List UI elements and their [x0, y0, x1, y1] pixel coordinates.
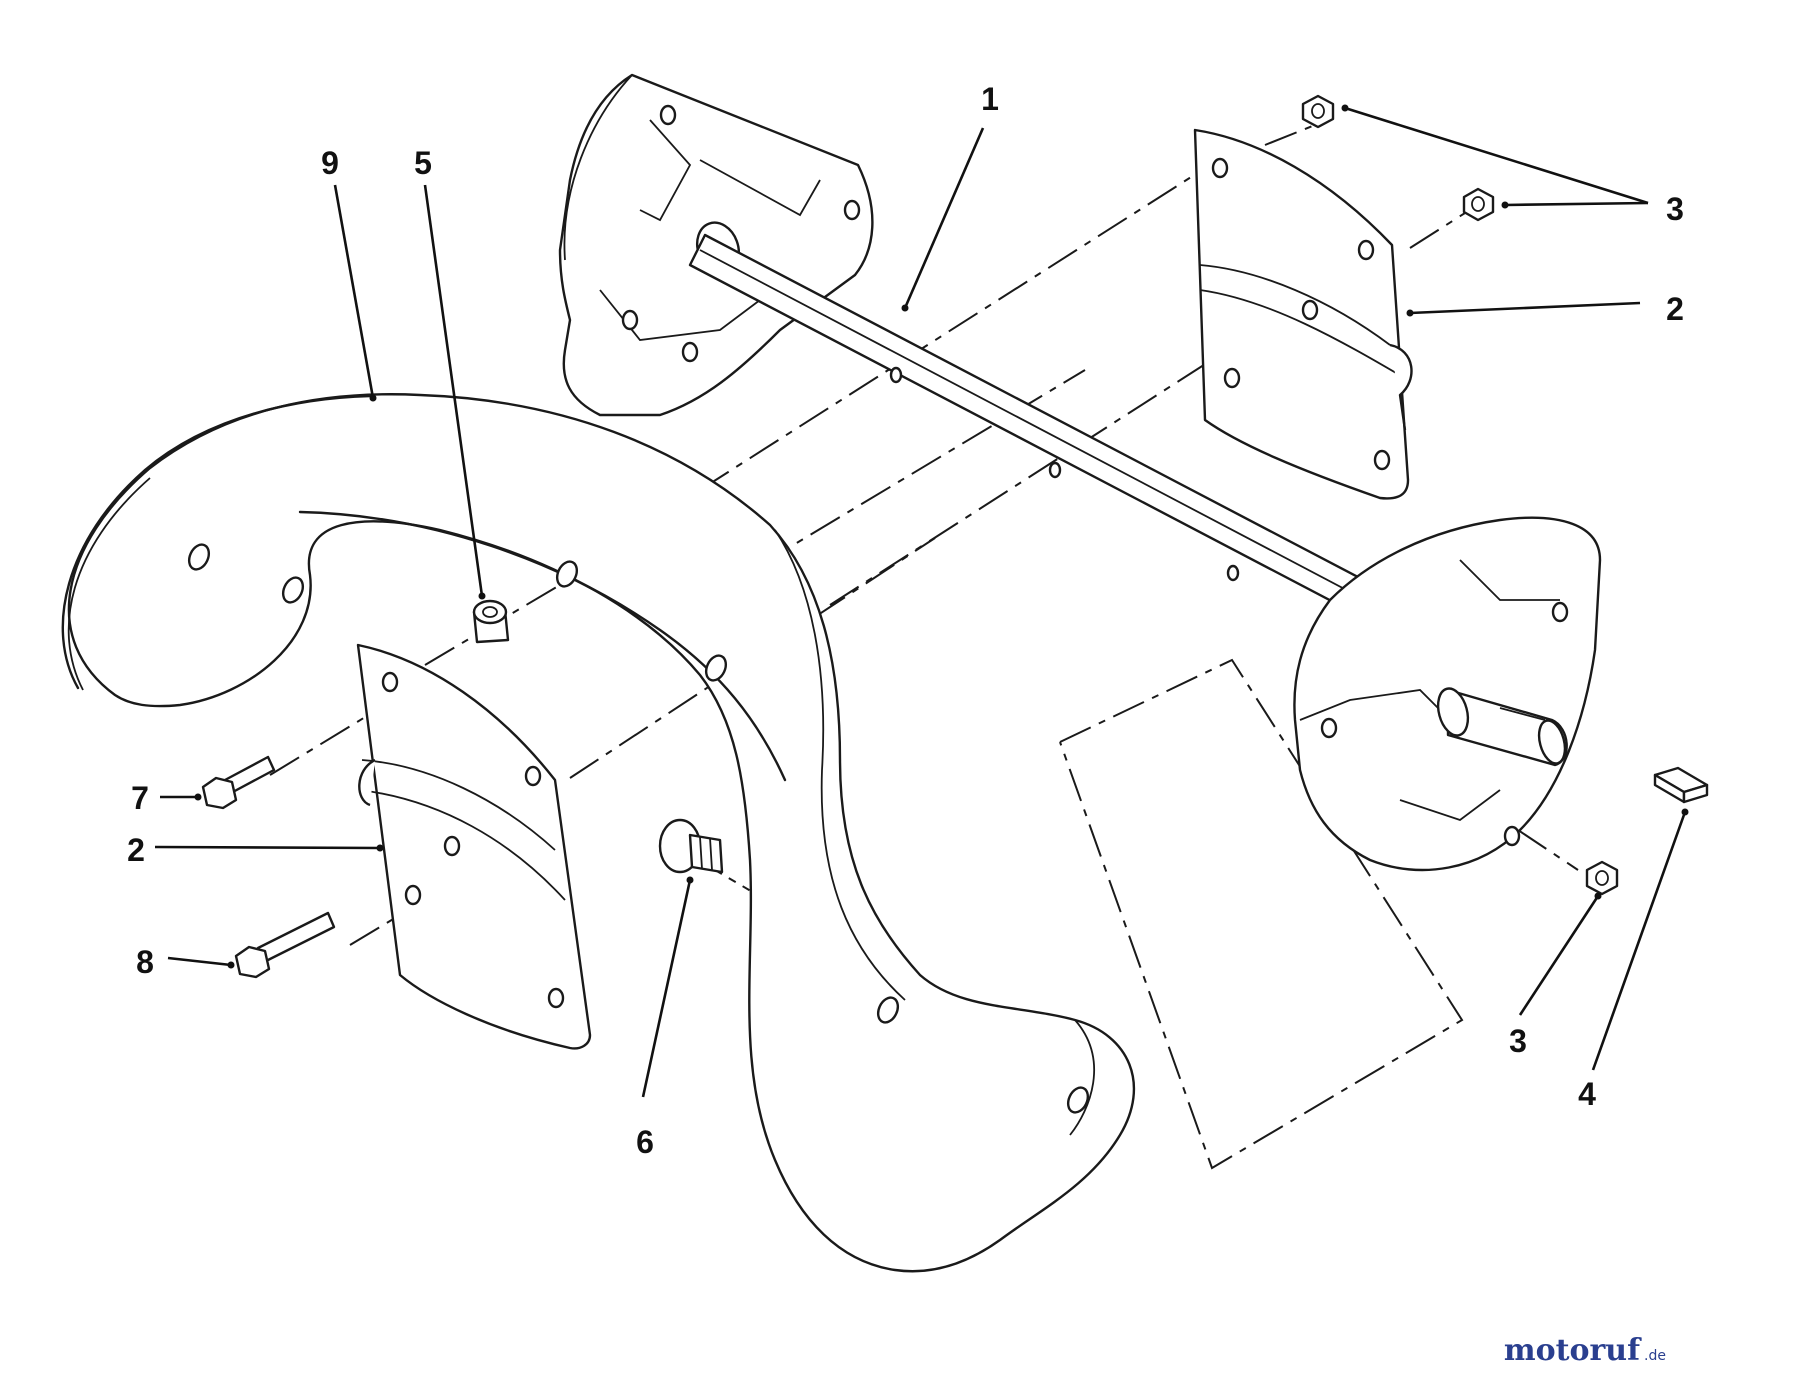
hex-bolt-short: [201, 755, 276, 810]
paddle-lower: [356, 643, 592, 1050]
callout-1: 1: [981, 81, 999, 117]
watermark-logo: motoruf .de: [1504, 1333, 1666, 1368]
callout-4: 4: [1578, 1076, 1596, 1112]
hex-bolt-long: [234, 911, 336, 979]
callout-numbers: 1 2 3 3 4 5 6 7 2 8 9: [127, 81, 1684, 1160]
callout-5: 5: [414, 145, 432, 181]
callout-8: 8: [136, 944, 154, 980]
callout-3-bottom: 3: [1509, 1023, 1527, 1059]
hex-nut-middle: [1462, 187, 1495, 222]
hex-nut-bottom: [1585, 860, 1619, 896]
callout-6: 6: [636, 1124, 654, 1160]
watermark-name: motoruf: [1504, 1333, 1642, 1368]
watermark-suffix: .de: [1644, 1348, 1666, 1364]
shoulder-bolt: [658, 818, 724, 874]
hex-nut-top: [1301, 94, 1335, 129]
leader-lines: [154, 104, 1689, 1098]
auger-flight: [61, 393, 1136, 1273]
callout-2-right: 2: [1666, 291, 1684, 327]
paddle-upper: [1193, 128, 1413, 500]
square-key: [1653, 766, 1709, 804]
auger-shaft: [558, 73, 1602, 872]
callout-7: 7: [131, 780, 149, 816]
callout-2-left: 2: [127, 832, 145, 868]
spacer-sleeve: [472, 599, 510, 644]
callout-9: 9: [321, 145, 339, 181]
callout-3-top: 3: [1666, 191, 1684, 227]
